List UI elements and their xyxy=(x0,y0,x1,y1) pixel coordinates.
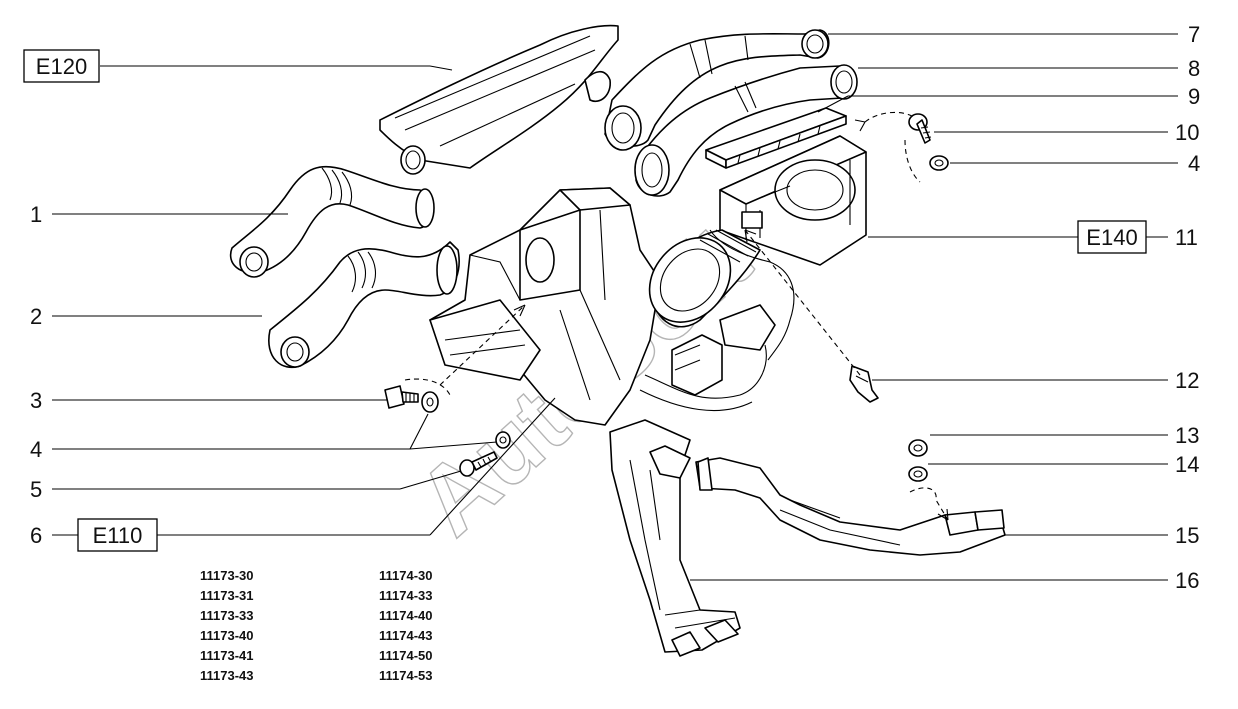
arrow-head-14 xyxy=(937,508,949,521)
callout-11: 11 xyxy=(1175,225,1198,250)
part-flex-hose xyxy=(648,229,761,328)
ref-box-e110: E110 xyxy=(77,518,158,552)
model-code: 11173-43 xyxy=(200,668,254,683)
model-code: 11174-53 xyxy=(379,668,433,683)
ref-e140-label: E140 xyxy=(1086,225,1137,250)
part-9-filter xyxy=(705,107,847,169)
ref-box-e120: E120 xyxy=(23,49,100,83)
arrow-head-housing xyxy=(513,304,526,317)
callout-4-left: 4 xyxy=(30,437,42,462)
part-4-nut-right xyxy=(929,155,949,171)
part-3-screw xyxy=(384,385,419,409)
guide-12 xyxy=(744,229,861,376)
model-codes-right: 11174-30 11174-33 11174-40 11174-43 1117… xyxy=(379,566,433,686)
callout-15: 15 xyxy=(1175,523,1199,548)
model-code: 11173-30 xyxy=(200,568,254,583)
ref-e110-label: E110 xyxy=(93,523,143,548)
callout-8: 8 xyxy=(1188,56,1200,81)
ref-e120-label: E120 xyxy=(36,54,87,79)
callout-16: 16 xyxy=(1175,568,1199,593)
callout-10: 10 xyxy=(1175,120,1199,145)
part-2-hose xyxy=(268,241,460,369)
callout-6: 6 xyxy=(30,523,42,548)
callout-9: 9 xyxy=(1188,84,1200,109)
part-heater-housing xyxy=(429,187,661,426)
part-8-duct xyxy=(634,64,858,197)
part-15-rear-duct xyxy=(695,457,1006,556)
callout-3: 3 xyxy=(30,388,42,413)
guide-14 xyxy=(909,487,949,521)
callout-14: 14 xyxy=(1175,452,1199,477)
callout-2: 2 xyxy=(30,304,42,329)
model-code: 11174-40 xyxy=(379,608,433,623)
model-code: 11174-33 xyxy=(379,588,433,603)
callout-12: 12 xyxy=(1175,368,1199,393)
model-code: 11174-43 xyxy=(379,628,433,643)
part-12-clip xyxy=(849,365,879,403)
model-code: 11173-33 xyxy=(200,608,254,623)
model-code: 11174-30 xyxy=(379,568,433,583)
part-5-screw xyxy=(459,451,498,477)
part-7-duct xyxy=(604,29,830,151)
part-actuator xyxy=(639,229,795,411)
guide-3 xyxy=(404,378,451,396)
part-14-nut xyxy=(908,466,928,482)
part-4-washer-left xyxy=(421,391,439,413)
callout-5: 5 xyxy=(30,477,42,502)
arrow-head-10 xyxy=(854,119,866,132)
callout-1: 1 xyxy=(30,202,42,227)
part-e120-upper-duct xyxy=(379,24,619,175)
model-code: 11174-50 xyxy=(379,648,433,663)
arrow-head-12 xyxy=(744,229,757,243)
leader-lines xyxy=(52,33,1178,581)
model-code: 11173-41 xyxy=(200,648,254,663)
part-16-floor-duct xyxy=(609,419,741,657)
guide-arrow-housing xyxy=(439,304,526,386)
part-10-screw xyxy=(908,113,932,144)
callout-4-right: 4 xyxy=(1188,151,1200,176)
part-4-washer-center xyxy=(495,431,511,449)
callout-13: 13 xyxy=(1175,423,1199,448)
part-13-nut xyxy=(908,439,928,457)
callout-7: 7 xyxy=(1188,22,1200,47)
part-1-hose xyxy=(229,165,435,278)
model-code: 11173-40 xyxy=(200,628,254,643)
model-codes-left: 11173-30 11173-31 11173-33 11173-40 1117… xyxy=(200,566,254,686)
guide-10 xyxy=(864,111,921,183)
ref-box-e140: E140 xyxy=(1077,220,1147,254)
model-code: 11173-31 xyxy=(200,588,254,603)
